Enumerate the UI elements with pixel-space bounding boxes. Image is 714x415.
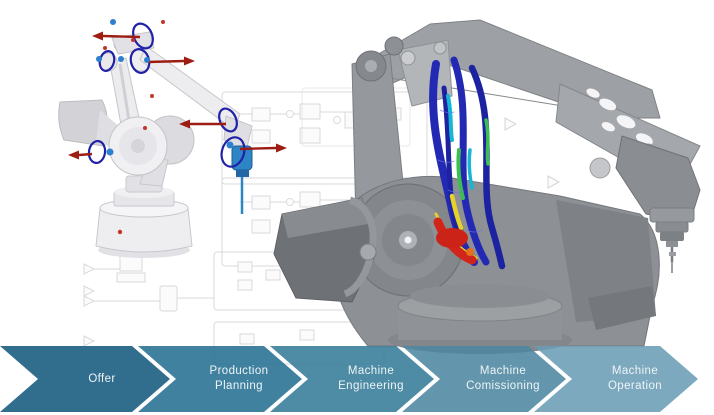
force-arrows xyxy=(68,31,287,160)
joint-marker-dots xyxy=(96,19,234,235)
chevron-machine-operation xyxy=(534,346,698,412)
chevron-offer xyxy=(0,346,170,412)
chevron-production-planning xyxy=(138,346,302,412)
left-robot-illustration xyxy=(58,19,287,258)
left-robot-tool xyxy=(231,145,253,214)
chevron-machine-engineering xyxy=(270,346,434,412)
right-robot-illustration xyxy=(273,19,701,354)
fea-cables xyxy=(429,56,506,270)
chevron-machine-comissioning xyxy=(402,346,566,412)
process-flow-chevrons xyxy=(0,346,698,412)
